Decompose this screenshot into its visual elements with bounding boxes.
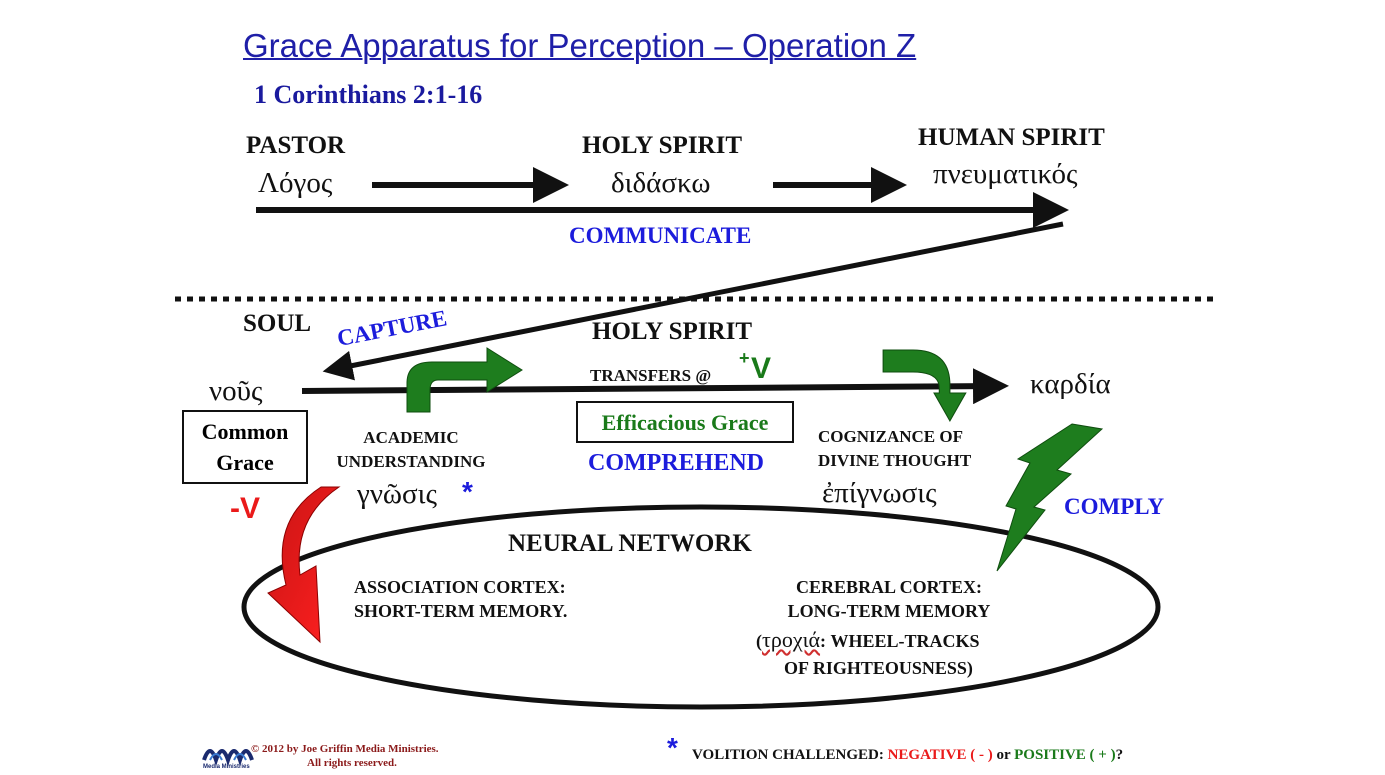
human-spirit-label: HUMAN SPIRIT [918,124,1105,151]
transfers-label: TRANSFERS @ [590,366,712,385]
neural-network-label: NEURAL NETWORK [508,530,752,557]
didasko-greek: διδάσκω [611,167,711,199]
common-grace-line1: Common [201,419,289,444]
comprehend-label: COMPREHEND [588,450,764,476]
plus-v-superscript: + [739,348,750,368]
cognizance-line2: DIVINE THOUGHT [818,451,972,470]
assoc-line1: ASSOCIATION CORTEX: [354,577,566,597]
holy-spirit-label-soul: HOLY SPIRIT [592,318,753,345]
gnosis-greek: γνῶσις [357,478,437,510]
epignosis-greek: ἐπίγνωσις [822,477,937,509]
curved-arrow-down-icon [882,349,967,423]
communicate-label: COMMUNICATE [569,223,752,248]
neural-network-ellipse [241,504,1161,710]
lightning-bolt-icon [996,423,1104,572]
copyright-line1: © 2012 by Joe Griffin Media Ministries. [251,743,439,755]
academic-line1: ACADEMIC [363,428,459,447]
academic-understanding-label: ACADEMIC UNDERSTANDING [322,426,500,474]
minus-v-label: -V [230,492,260,525]
trochia-greek: τροχιά [762,627,821,652]
plus-v-label: V [751,352,772,385]
or-text: or [992,747,1015,763]
gnosis-asterisk: * [462,476,473,507]
positive-volition: POSITIVE ( + ) [1014,747,1116,763]
media-ministries-logo-icon [202,749,254,767]
copyright-line2: All rights reserved. [307,757,397,769]
pastor-label: PASTOR [246,132,346,159]
nous-greek: νοῦς [209,375,263,407]
trochia-rest: : WHEEL-TRACKS [820,631,980,651]
assoc-line2: SHORT-TERM MEMORY. [354,601,568,621]
common-grace-line2: Grace [216,450,274,475]
common-grace-box: Common Grace [182,410,308,484]
logo-text: Media Ministries [203,764,250,770]
cerebral-cortex-label: CEREBRAL CORTEX: LONG-TERM MEMORY [775,575,1003,623]
association-cortex-label: ASSOCIATION CORTEX: SHORT-TERM MEMORY. [354,575,567,623]
footer-asterisk: * [667,732,678,763]
negative-volition: NEGATIVE ( - ) [887,747,993,763]
page-title: Grace Apparatus for Perception – Operati… [243,27,917,64]
curved-arrow-right-icon [406,347,523,413]
question-mark: ? [1115,747,1124,763]
soul-label: SOUL [243,310,312,337]
red-curved-arrow-icon [267,486,341,644]
volition-challenged-text: VOLITION CHALLENGED: NEGATIVE ( - ) or P… [692,747,1123,764]
logos-greek: Λόγος [258,167,333,199]
kardia-greek: καρδία [1030,368,1111,400]
cerebral-line2: LONG-TERM MEMORY [787,601,991,621]
volition-prefix: VOLITION CHALLENGED: [692,747,888,763]
trochia-line1: (τροχιά: WHEEL-TRACKS [756,628,980,653]
cognizance-label: COGNIZANCE OF DIVINE THOUGHT [818,425,971,473]
cerebral-line1: CEREBRAL CORTEX: [796,577,982,597]
scripture-reference: 1 Corinthians 2:1-16 [254,80,483,109]
trochia-line2: OF RIGHTEOUSNESS) [784,658,973,678]
cognizance-line1: COGNIZANCE OF [818,427,963,446]
pneumatikos-greek: πνευματικός [933,158,1078,190]
trochia-open-paren: ( [756,631,762,651]
holy-spirit-label-top: HOLY SPIRIT [582,132,743,159]
academic-line2: UNDERSTANDING [336,452,486,471]
efficacious-grace-box: Efficacious Grace [576,401,794,443]
comply-label: COMPLY [1064,494,1165,519]
